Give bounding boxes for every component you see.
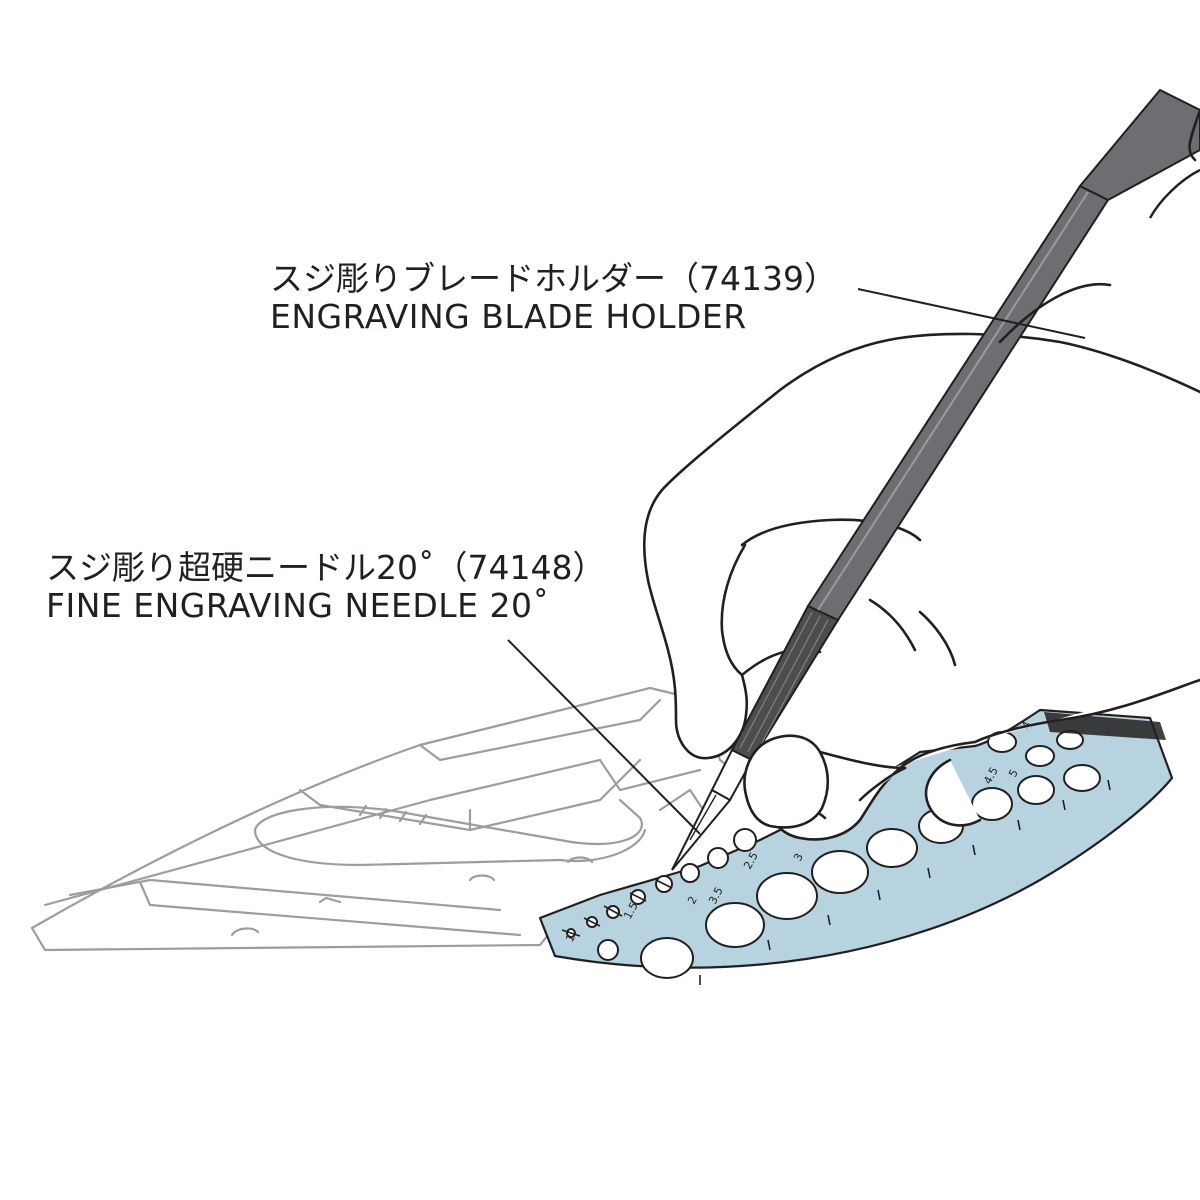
needle-leader-line	[507, 639, 701, 835]
engraving-needle-callout-jp: スジ彫り超硬ニードル20˚（74148）	[46, 548, 606, 587]
callout-leader-lines	[507, 288, 1086, 835]
engraving-needle-callout-en: FINE ENGRAVING NEEDLE 20˚	[46, 585, 550, 625]
circle-template-ruler: 1 1.5 2 2.5 3 3.5 4 4.5 5	[538, 708, 1174, 985]
blade-holder-callout: スジ彫りブレードホルダー（74139） ENGRAVING BLADE HOLD…	[270, 260, 837, 336]
holder-leader-line	[857, 288, 1086, 339]
blade-holder-callout-jp: スジ彫りブレードホルダー（74139）	[270, 259, 837, 298]
blade-holder-callout-en: ENGRAVING BLADE HOLDER	[270, 296, 747, 336]
hand-thumb-illustration	[743, 108, 1200, 829]
tamiya-star-logo	[947, 481, 972, 508]
engraving-needle-callout: スジ彫り超硬ニードル20˚（74148） FINE ENGRAVING NEED…	[46, 549, 605, 625]
